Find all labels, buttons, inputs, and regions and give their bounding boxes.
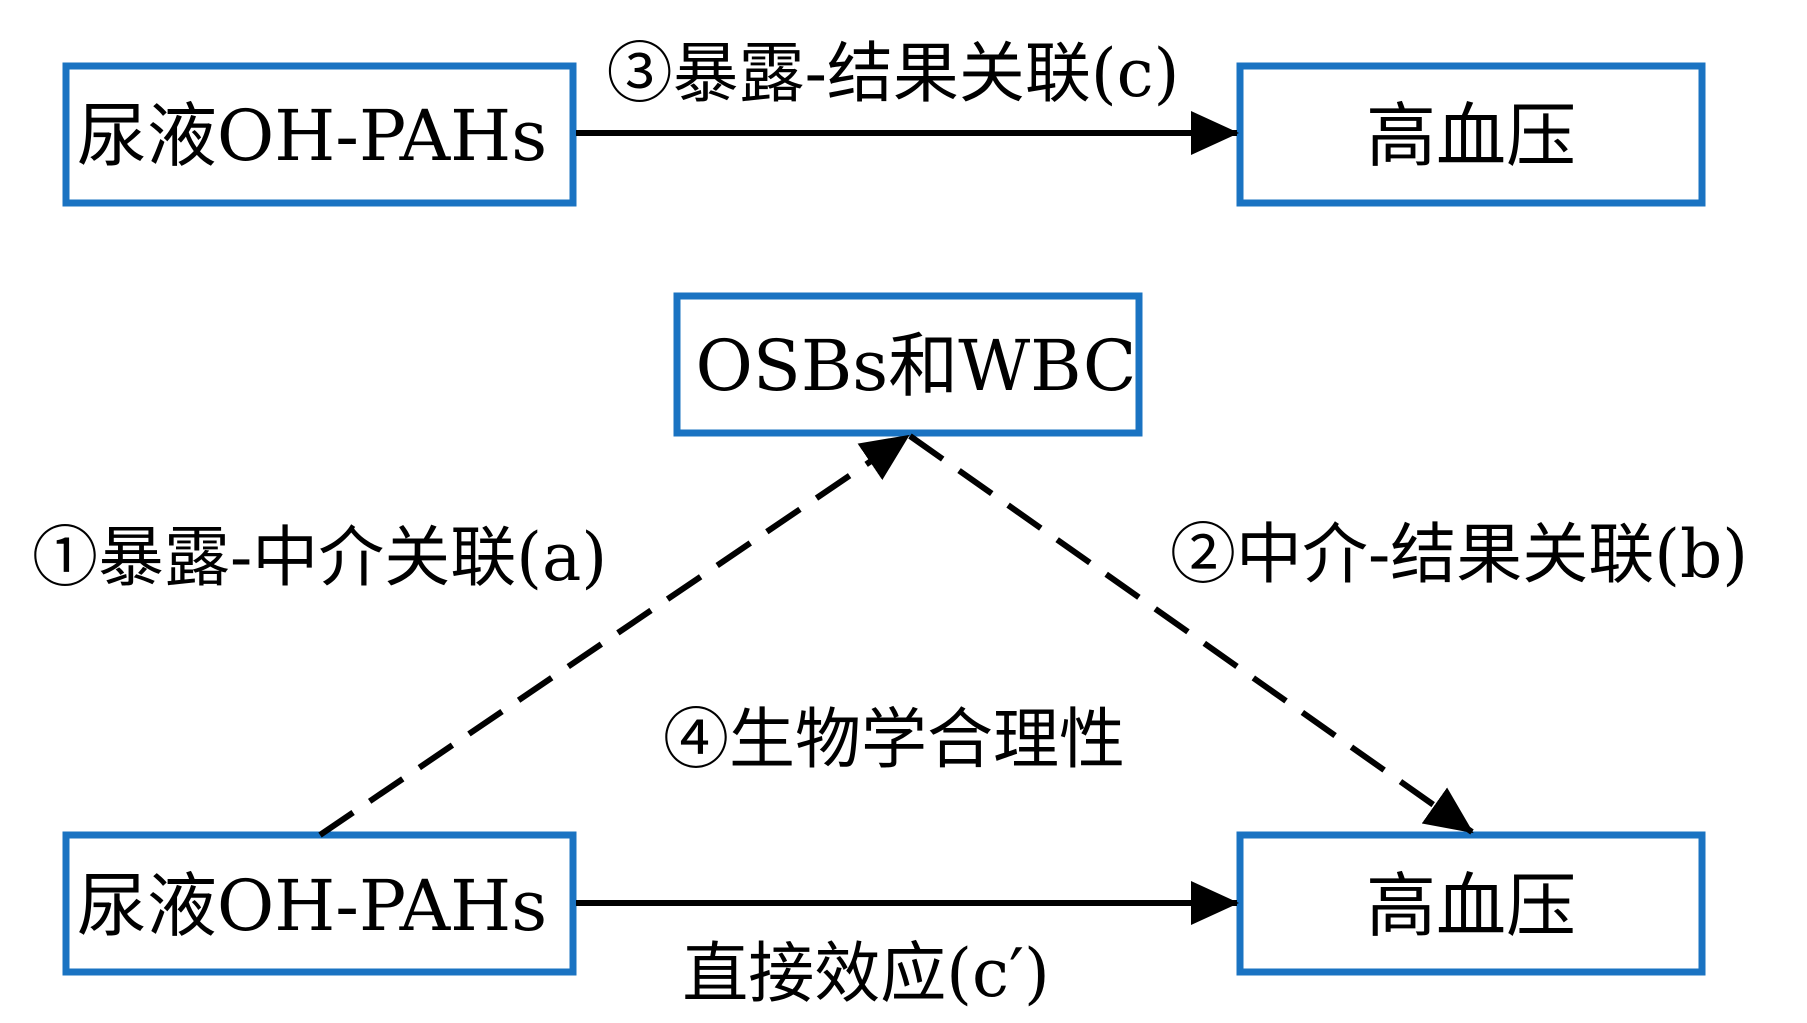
top-exposure-label: 尿液OH-PAHs bbox=[77, 95, 547, 177]
top-outcome-label: 高血压 bbox=[1366, 95, 1576, 177]
bottom-panel: OSBs和WBC 尿液OH-PAHs 高血压 ①暴露-中介关联(a) ②中介-结… bbox=[32, 292, 1748, 1012]
mediator-label: OSBs和WBC bbox=[696, 325, 1137, 407]
bottom-outcome-box bbox=[1236, 831, 1706, 976]
path-b-label: ②中介-结果关联(b) bbox=[1170, 516, 1748, 593]
path-a-label: ①暴露-中介关联(a) bbox=[32, 519, 607, 596]
path-b-arrow bbox=[908, 433, 1474, 835]
direct-effect-label: 直接效应(c′) bbox=[682, 935, 1049, 1012]
mediator-box bbox=[673, 292, 1143, 437]
bottom-exposure-label: 尿液OH-PAHs bbox=[77, 865, 547, 947]
bottom-outcome-label: 高血压 bbox=[1366, 865, 1576, 947]
total-effect-label: ③暴露-结果关联(c) bbox=[607, 35, 1180, 112]
plausibility-label: ④生物学合理性 bbox=[663, 701, 1125, 778]
top-exposure-box bbox=[62, 62, 577, 207]
bottom-exposure-box bbox=[62, 831, 577, 976]
top-outcome-box bbox=[1236, 62, 1706, 207]
top-panel: 尿液OH-PAHs 高血压 ③暴露-结果关联(c) bbox=[62, 35, 1706, 207]
